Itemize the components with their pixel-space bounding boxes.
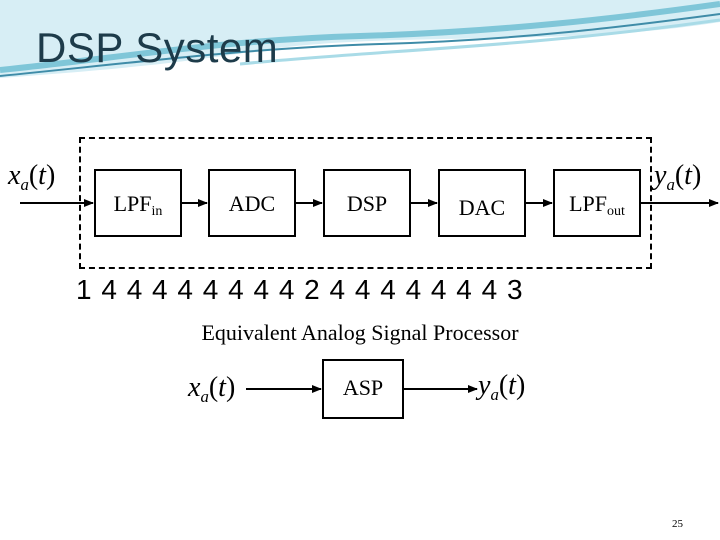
block-label-lpf-in: LPFin [113, 191, 163, 219]
block-lpf-in: LPFin [94, 169, 182, 237]
slide-title: DSP System [36, 24, 279, 71]
underbrace-glyphs: 1 4 4 4 4 4 4 4 4 2 4 4 4 4 4 4 4 3 [76, 274, 524, 305]
block-asp: ASP [322, 359, 404, 419]
block-label-dsp: DSP [346, 191, 388, 216]
asp-output-signal-ya: ya(t) [478, 370, 526, 404]
block-label-asp: ASP [342, 375, 384, 400]
block-lpf-out: LPFout [553, 169, 641, 237]
asp-input-signal-xa: xa(t) [188, 372, 236, 406]
block-dac: DAC [438, 169, 526, 237]
block-label-adc: ADC [228, 191, 276, 216]
block-dsp: DSP [323, 169, 411, 237]
header-swoosh [0, 0, 720, 78]
block-adc: ADC [208, 169, 296, 237]
block-label-dac: DAC [458, 195, 506, 220]
input-signal-xa: xa(t) [8, 160, 56, 194]
page-number: 25 [672, 518, 683, 530]
block-label-lpf-out: LPFout [569, 191, 625, 219]
caption: Equivalent Analog Signal Processor [201, 320, 519, 345]
output-signal-ya: ya(t) [654, 160, 702, 194]
